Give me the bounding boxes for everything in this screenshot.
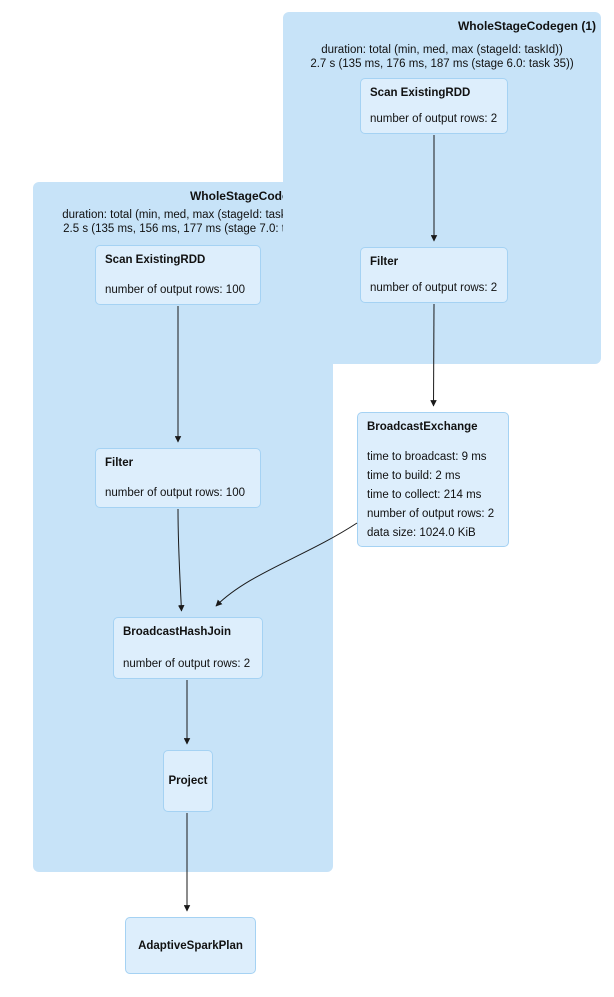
node-title: Scan ExistingRDD xyxy=(105,254,206,266)
cluster-wholestagecodegen-1: WholeStageCodegen (1) duration: total (m… xyxy=(283,12,601,364)
node-metric-time-to-build: time to build: 2 ms xyxy=(367,470,461,482)
node-scan-existingrdd-2: Scan ExistingRDD number of output rows: … xyxy=(95,245,261,305)
node-title: Project xyxy=(168,775,208,787)
node-metric-output-rows: number of output rows: 100 xyxy=(105,487,245,499)
node-metric-time-to-collect: time to collect: 214 ms xyxy=(367,489,482,501)
node-metric-output-rows: number of output rows: 2 xyxy=(370,282,498,294)
node-metric-output-rows: number of output rows: 2 xyxy=(367,508,495,520)
node-project: Project xyxy=(163,750,213,812)
cluster-duration-value: 2.7 s (135 ms, 176 ms, 187 ms (stage 6.0… xyxy=(310,58,574,70)
node-title: Filter xyxy=(370,256,399,268)
node-filter-2: Filter number of output rows: 100 xyxy=(95,448,261,508)
node-title: BroadcastExchange xyxy=(367,421,478,433)
node-metric-output-rows: number of output rows: 2 xyxy=(370,113,498,125)
node-filter-1: Filter number of output rows: 2 xyxy=(360,247,508,303)
node-metric-time-to-broadcast: time to broadcast: 9 ms xyxy=(367,451,487,463)
cluster-duration-label: duration: total (min, med, max (stageId:… xyxy=(62,209,304,221)
node-metric-output-rows: number of output rows: 2 xyxy=(123,658,251,670)
node-title: Filter xyxy=(105,457,134,469)
node-broadcast-hash-join: BroadcastHashJoin number of output rows:… xyxy=(113,617,263,679)
node-broadcast-exchange: BroadcastExchange time to broadcast: 9 m… xyxy=(357,412,509,547)
cluster-title: WholeStageCodegen (1) xyxy=(457,19,596,33)
node-scan-existingrdd-1: Scan ExistingRDD number of output rows: … xyxy=(360,78,508,134)
cluster-duration-value: 2.5 s (135 ms, 156 ms, 177 ms (stage 7.0… xyxy=(63,223,303,235)
node-title: AdaptiveSparkPlan xyxy=(138,939,243,952)
node-title: Scan ExistingRDD xyxy=(370,87,471,99)
node-title: BroadcastHashJoin xyxy=(123,626,232,638)
cluster-duration-label: duration: total (min, med, max (stageId:… xyxy=(321,44,563,56)
node-metric-data-size: data size: 1024.0 KiB xyxy=(367,527,476,539)
node-adaptive-spark-plan: AdaptiveSparkPlan xyxy=(125,917,256,974)
node-metric-output-rows: number of output rows: 100 xyxy=(105,284,245,296)
node-metrics-list: time to broadcast: 9 ms time to build: 2… xyxy=(367,448,499,543)
